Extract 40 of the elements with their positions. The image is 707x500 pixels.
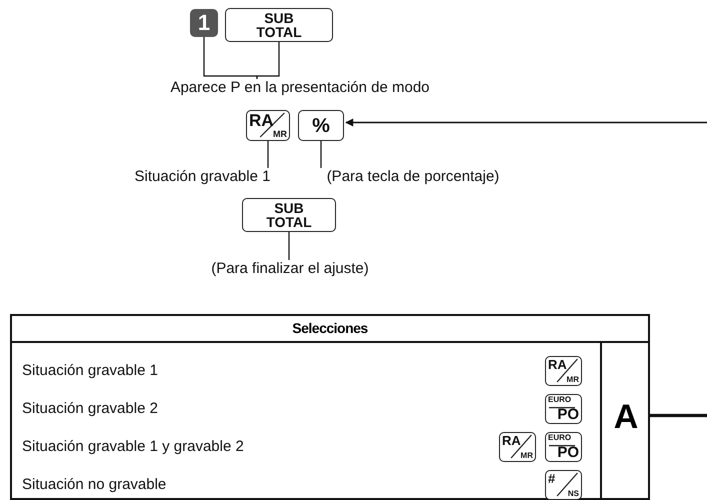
key-legend: PO (557, 407, 579, 422)
key-legend: MR (520, 452, 533, 460)
leader-line (267, 141, 269, 168)
leader-line (203, 37, 258, 79)
key-legend: RA (249, 112, 274, 129)
key-legend: NS (568, 490, 579, 498)
key-legend: RA (548, 358, 567, 371)
table-header: Selecciones (12, 316, 648, 343)
key-legend: # (548, 472, 556, 485)
key-legend: EURO (548, 434, 572, 442)
caption-text: Situación gravable 1 (110, 168, 295, 188)
keycap: SUB TOTAL (242, 198, 336, 232)
leader-line (650, 414, 707, 418)
leader-line (256, 42, 280, 79)
row-label: Situación no gravable (22, 476, 166, 493)
caption-text: (Para tecla de porcentaje) (298, 168, 528, 188)
row-label: Situación gravable 1 (22, 362, 158, 379)
caption-text: (Para finalizar el ajuste) (170, 260, 410, 280)
keycap: % (298, 110, 344, 141)
key-legend: PO (557, 445, 579, 460)
key-legend: RA (502, 434, 521, 447)
row-label: Situación gravable 2 (22, 400, 158, 417)
keycap (545, 356, 582, 386)
leader-line (288, 232, 290, 260)
section-letter: A (600, 343, 650, 500)
key-legend: EURO (548, 396, 572, 404)
keycap: SUB TOTAL (225, 8, 333, 42)
arrow (345, 118, 707, 126)
keycap (545, 432, 582, 462)
keycap (499, 432, 536, 462)
key-legend: MR (566, 376, 579, 384)
keycap (246, 110, 290, 141)
leader-line (320, 141, 322, 168)
row-label: Situación gravable 1 y gravable 2 (22, 438, 244, 455)
selection-table (10, 314, 650, 500)
keycap (545, 470, 582, 500)
caption-text: Aparece P en la presentación de modo (120, 79, 480, 99)
key-legend: MR (273, 130, 287, 139)
number-key: 1 (190, 9, 218, 37)
keycap (545, 394, 582, 424)
